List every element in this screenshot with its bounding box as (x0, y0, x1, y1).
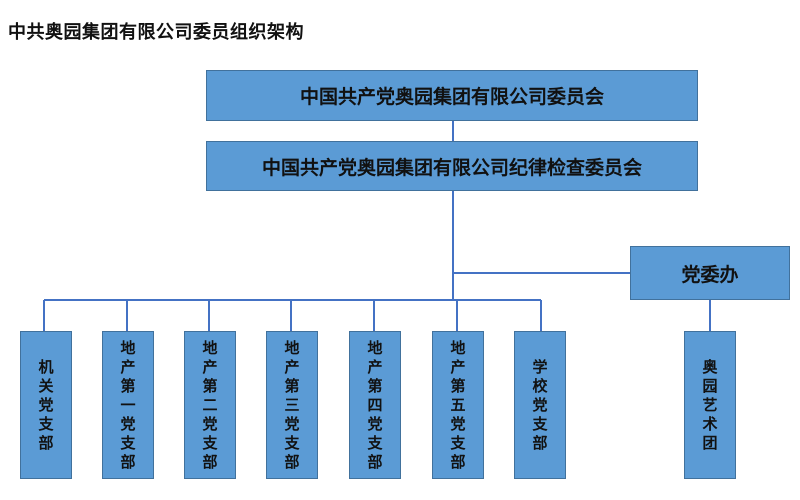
branch-box: 地产第二党支部 (184, 331, 236, 479)
art-troupe-box: 奥园艺术团 (684, 331, 736, 479)
discipline-committee-box: 中国共产党奥园集团有限公司纪律检查委员会 (206, 141, 698, 191)
party-committee-box: 中国共产党奥园集团有限公司委员会 (206, 70, 698, 121)
branch-box: 学校党支部 (514, 331, 566, 479)
branch-box: 地产第一党支部 (102, 331, 154, 479)
branch-box: 地产第四党支部 (349, 331, 401, 479)
party-office-box: 党委办 (630, 246, 790, 300)
chart-title: 中共奥园集团有限公司委员组织架构 (8, 22, 304, 43)
branch-box: 地产第三党支部 (266, 331, 318, 479)
branch-box: 机关党支部 (20, 331, 72, 479)
branch-box: 地产第五党支部 (432, 331, 484, 479)
